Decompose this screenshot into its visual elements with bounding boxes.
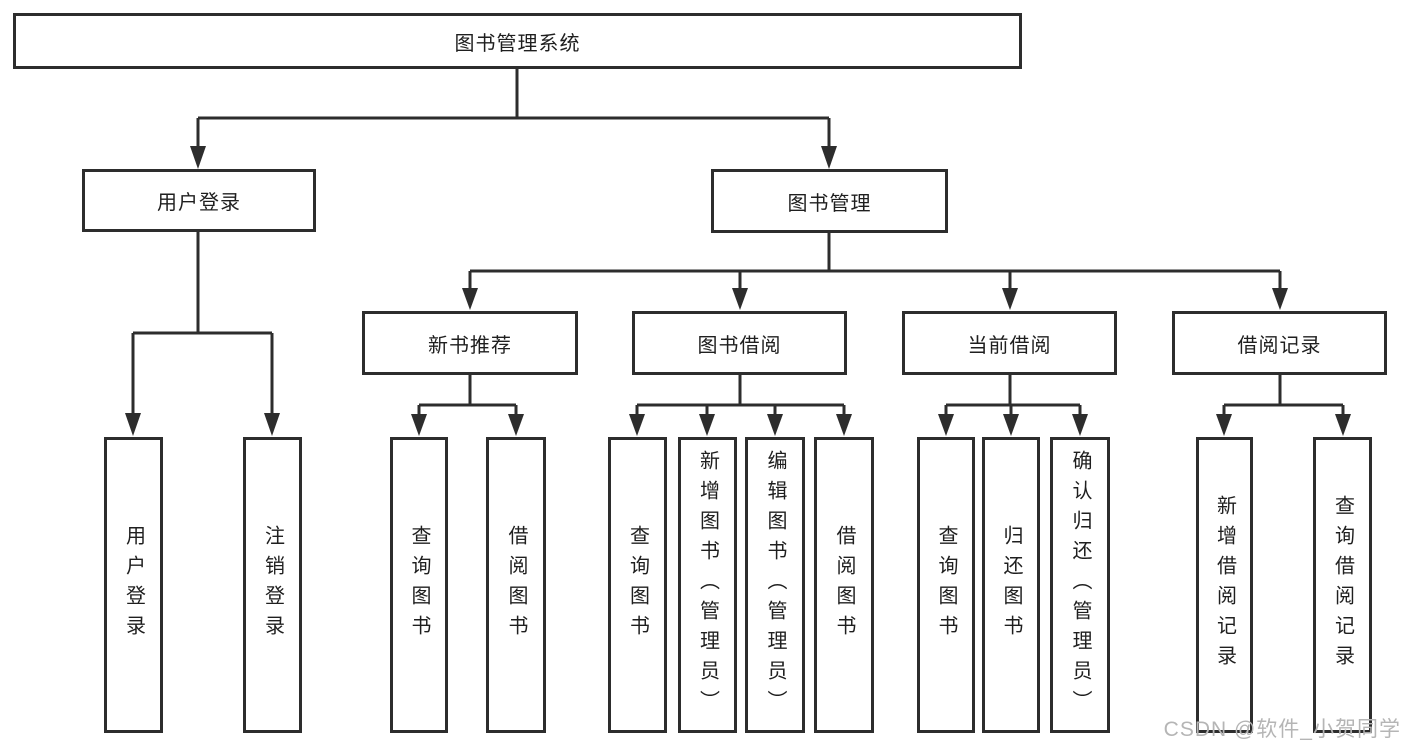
leaf-borrow-books-recommend: 借阅图书	[486, 437, 546, 733]
leaf-query-books-borrowing: 查询图书	[608, 437, 667, 733]
leaf-query-books-current: 查询图书	[917, 437, 975, 733]
node-borrowing-records: 借阅记录	[1172, 311, 1387, 375]
leaf-query-borrow-record: 查询借阅记录	[1313, 437, 1372, 733]
node-library-management-system: 图书管理系统	[13, 13, 1022, 69]
leaf-label: 用户登录	[122, 525, 145, 645]
leaf-label: 归还图书	[1000, 525, 1022, 645]
leaf-borrow-books-borrowing: 借阅图书	[814, 437, 874, 733]
leaf-query-books-recommend: 查询图书	[390, 437, 448, 733]
leaf-user-login: 用户登录	[104, 437, 163, 733]
node-book-management: 图书管理	[711, 169, 948, 233]
node-current-borrowing: 当前借阅	[902, 311, 1117, 375]
node-label: 用户登录	[157, 192, 241, 214]
node-label: 图书借阅	[697, 334, 782, 357]
leaf-label: 新增图书（管理员）	[696, 450, 719, 720]
leaf-label: 新增借阅记录	[1213, 495, 1236, 675]
leaf-label: 查询图书	[626, 525, 649, 645]
leaf-label: 借阅图书	[833, 525, 855, 645]
leaf-label: 查询借阅记录	[1331, 495, 1354, 675]
node-new-book-recommendation: 新书推荐	[362, 311, 578, 375]
leaf-label: 查询图书	[408, 525, 430, 645]
node-user-login: 用户登录	[82, 169, 316, 232]
leaf-label: 确认归还（管理员）	[1069, 450, 1091, 720]
leaf-add-books-admin: 新增图书（管理员）	[678, 437, 737, 733]
leaf-label: 注销登录	[261, 525, 284, 645]
node-label: 图书管理	[787, 192, 872, 215]
leaf-label: 借阅图书	[505, 525, 527, 645]
watermark: CSDN @软件_小贺同学	[1163, 718, 1401, 741]
leaf-add-borrow-record: 新增借阅记录	[1196, 437, 1253, 733]
leaf-confirm-return-admin: 确认归还（管理员）	[1050, 437, 1110, 733]
node-label: 新书推荐	[428, 334, 512, 357]
node-label: 图书管理系统	[454, 32, 581, 55]
node-label: 当前借阅	[967, 334, 1052, 357]
leaf-return-books: 归还图书	[982, 437, 1040, 733]
node-label: 借阅记录	[1237, 334, 1322, 357]
leaf-label: 查询图书	[935, 525, 957, 645]
node-book-borrowing: 图书借阅	[632, 311, 847, 375]
leaf-edit-books-admin: 编辑图书（管理员）	[745, 437, 805, 733]
leaf-label: 编辑图书（管理员）	[764, 450, 786, 720]
leaf-logout: 注销登录	[243, 437, 302, 733]
